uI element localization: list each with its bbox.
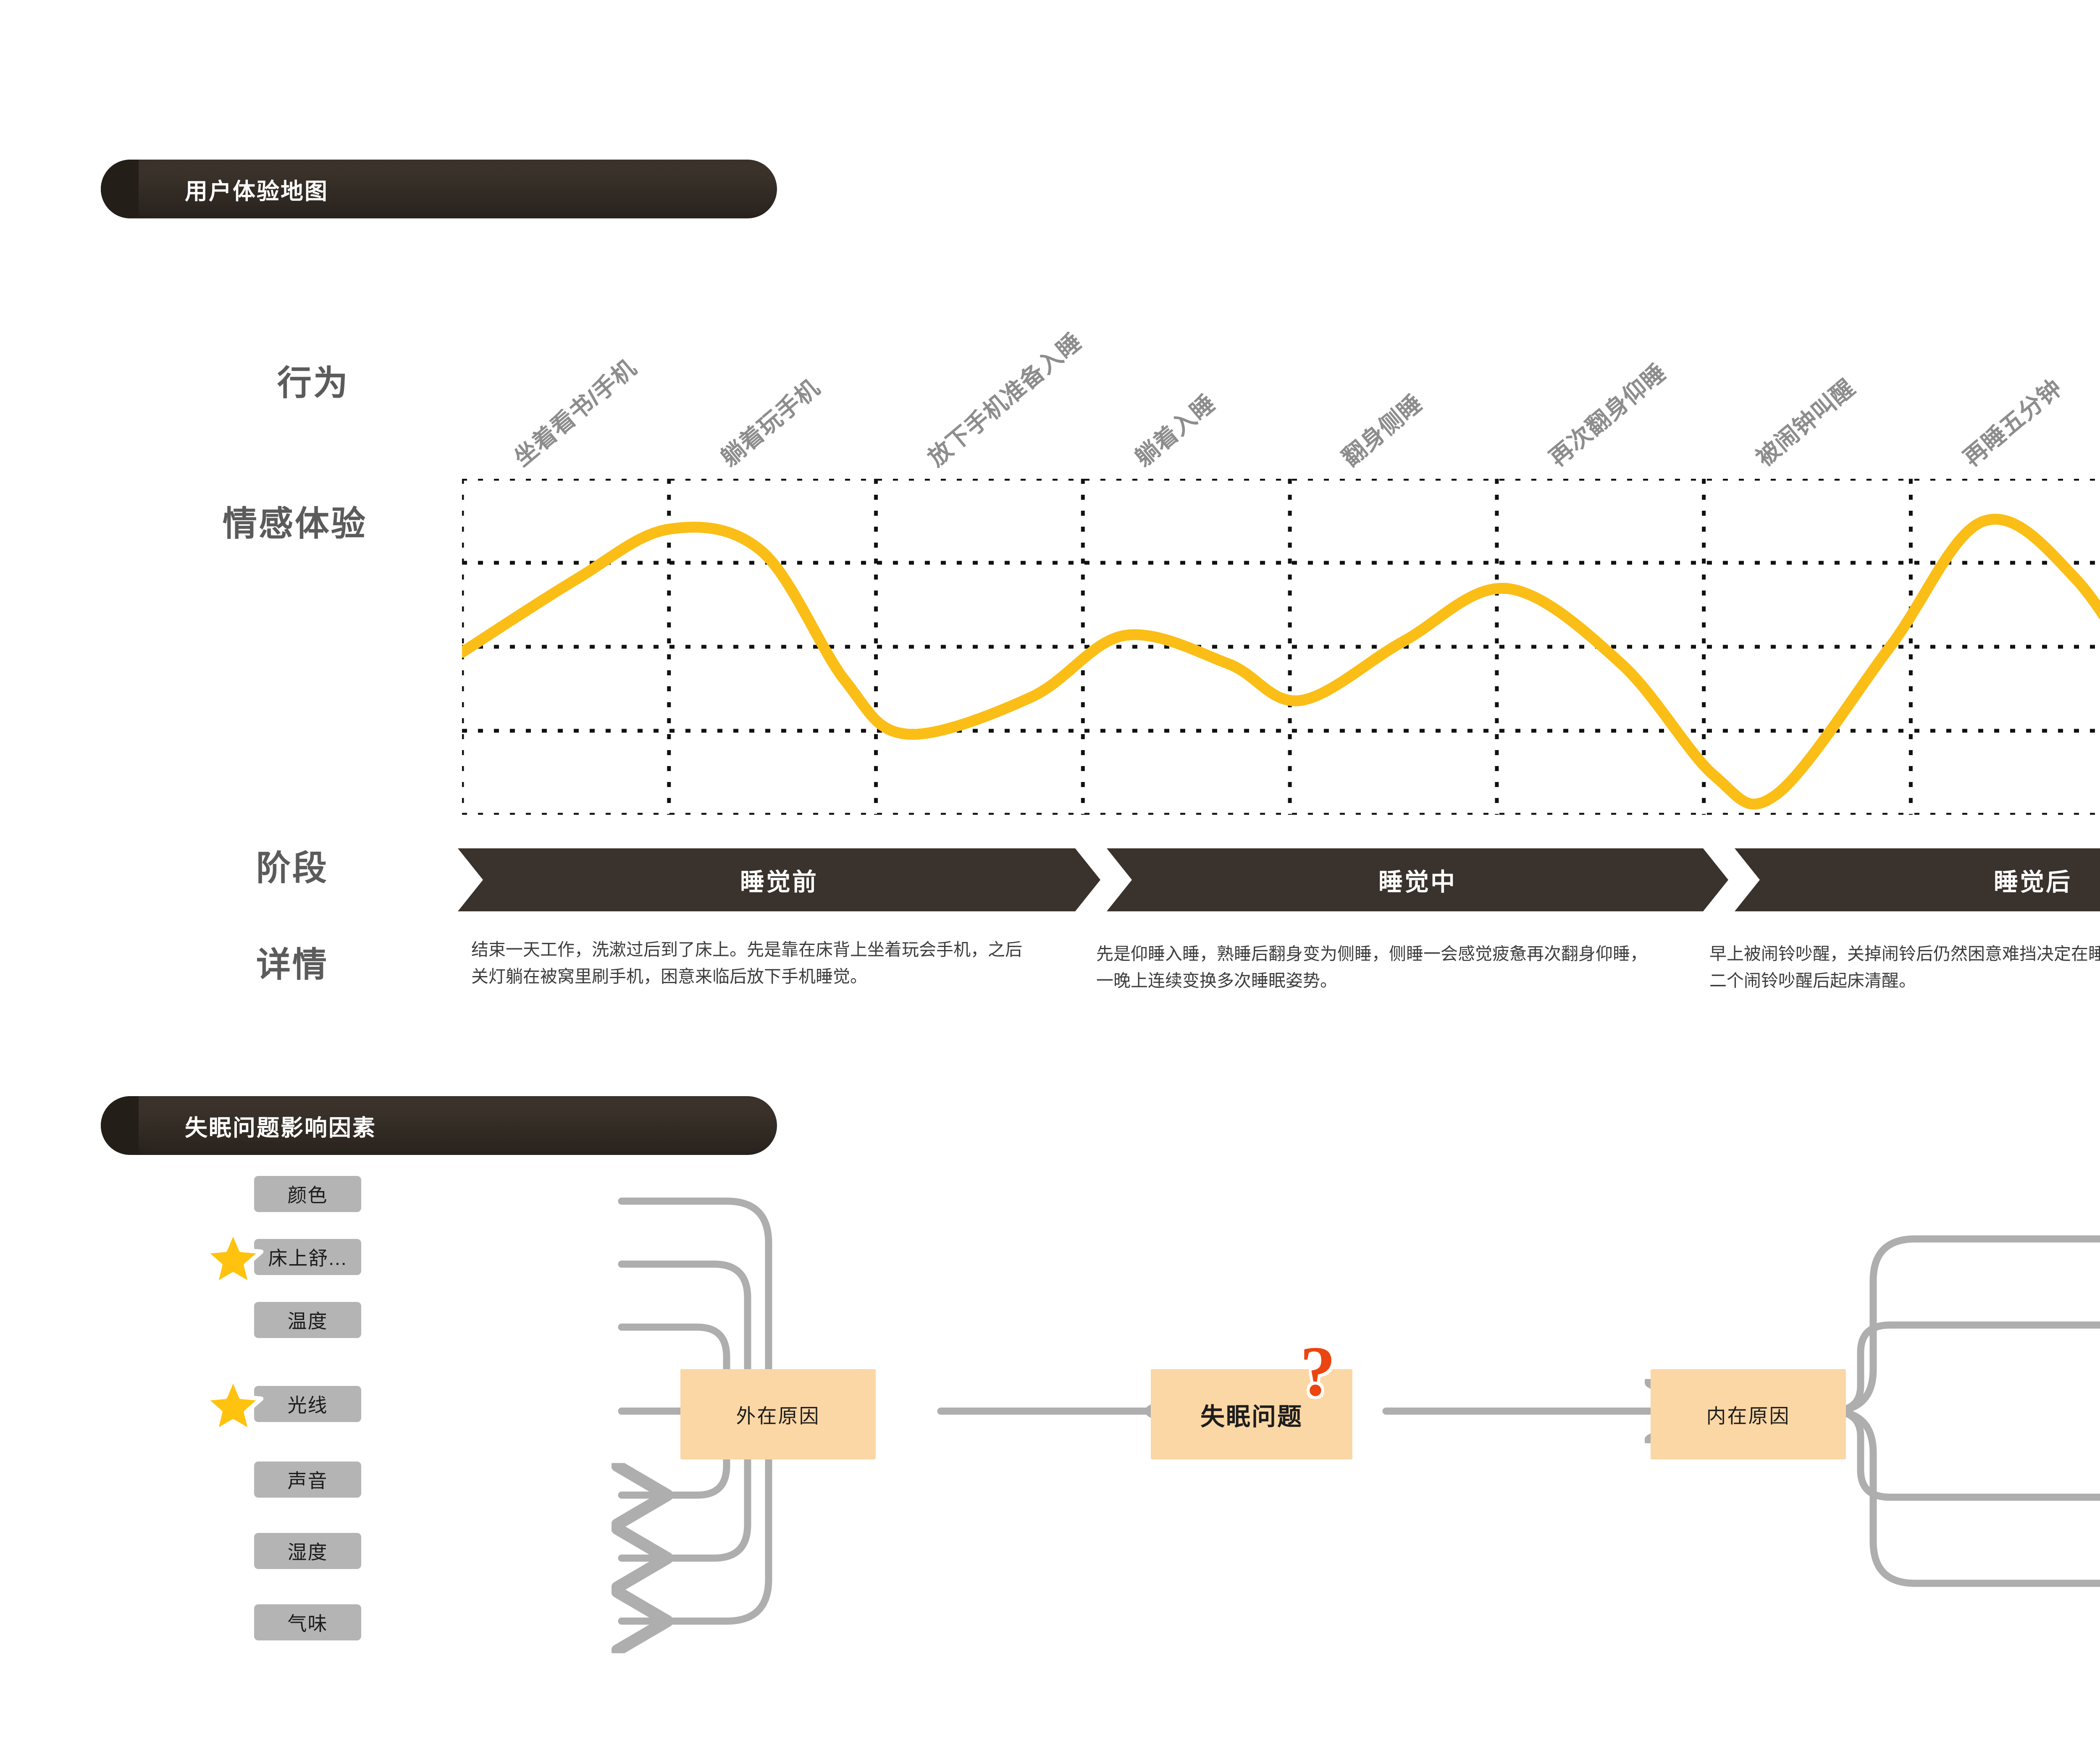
behavior-label-5: 再次翻身仰睡: [1544, 359, 1671, 472]
behavior-label-6: 被闹钟叫醒: [1751, 374, 1860, 472]
behavior-label-7: 再睡五分钟: [1958, 374, 2067, 472]
behavior-label-1: 躺着玩手机: [716, 374, 825, 472]
behavior-label-2: 放下手机准备入睡: [923, 328, 1087, 472]
detail-text-1: 先是仰睡入睡，熟睡后翻身变为侧睡，侧睡一会感觉疲惫再次翻身仰睡，一晚上连续变换多…: [1096, 944, 1647, 990]
emotion-curve-svg: [462, 479, 2100, 815]
stage-segment-1[interactable]: 睡觉中: [1107, 848, 1728, 911]
center-problem-box[interactable]: 失眠问题: [1151, 1369, 1352, 1459]
stage-label-2: 睡觉后: [1993, 869, 2072, 896]
external-factor-label-6: 气味: [287, 1613, 328, 1635]
behavior-label-0: 坐着看书/手机: [509, 354, 641, 472]
row-label-detail: 详情: [256, 946, 329, 984]
detail-text-0: 结束一天工作，洗漱过后到了床上。先是靠在床背上坐着玩会手机，之后关灯躺在被窝里刷…: [471, 940, 1022, 986]
external-factor-chip-3[interactable]: 光线: [254, 1386, 361, 1422]
section-header-ux-map: 用户体验地图: [101, 160, 777, 218]
external-factor-label-1: 床上舒...: [268, 1247, 347, 1269]
external-factor-label-3: 光线: [287, 1394, 328, 1416]
internal-cause-label: 内在原因: [1706, 1405, 1790, 1427]
external-factor-chip-2[interactable]: 温度: [254, 1302, 361, 1338]
stage-segment-2[interactable]: 睡觉后: [1735, 848, 2100, 911]
row-label-stage: 阶段: [256, 849, 329, 887]
external-factor-label-2: 温度: [287, 1310, 328, 1332]
external-factor-chip-0[interactable]: 颜色: [254, 1176, 361, 1212]
question-mark-icon: ?: [1300, 1332, 1336, 1411]
internal-cause-box[interactable]: 内在原因: [1651, 1369, 1846, 1459]
pill-cap-decor: [101, 160, 139, 218]
stage-label-1: 睡觉中: [1378, 869, 1457, 896]
detail-text-2: 早上被闹铃吵醒，关掉闹铃后仍然困意难挡决定在睡5分钟，五分钟后被第二个闹铃吵醒后…: [1709, 944, 2100, 990]
external-factor-chip-1[interactable]: 床上舒...: [254, 1239, 361, 1275]
star-icon: [202, 1228, 264, 1287]
behavior-label-3: 躺着入睡: [1130, 389, 1221, 472]
behavior-label-4: 翻身侧睡: [1337, 389, 1428, 472]
external-factor-label-4: 声音: [287, 1470, 328, 1492]
stage-label-0: 睡觉前: [740, 869, 818, 896]
star-icon-light: [202, 1375, 265, 1436]
chart-horizontal-gridlines: [462, 479, 2100, 815]
section-title-ux-map: 用户体验地图: [185, 178, 328, 204]
center-problem-label: 失眠问题: [1200, 1403, 1303, 1430]
stage-segment-0[interactable]: 睡觉前: [458, 848, 1100, 911]
pill-cap-decor-2: [101, 1096, 139, 1155]
external-factor-chip-6[interactable]: 气味: [254, 1604, 361, 1640]
star-icon-bed-comfort: [202, 1228, 265, 1289]
stage-chevron-bar: 睡觉前 睡觉中 睡觉后: [458, 848, 2100, 911]
external-cause-box[interactable]: 外在原因: [680, 1369, 876, 1459]
external-factor-chip-4[interactable]: 声音: [254, 1462, 361, 1498]
row-label-behavior: 行为: [277, 364, 350, 402]
external-factor-chip-5[interactable]: 湿度: [254, 1533, 361, 1569]
external-factor-label-0: 颜色: [287, 1184, 328, 1206]
external-cause-label: 外在原因: [736, 1405, 820, 1427]
star-icon: [202, 1375, 264, 1434]
section-title-factors: 失眠问题影响因素: [185, 1115, 376, 1141]
external-factor-label-5: 湿度: [287, 1541, 328, 1563]
emotion-curve-path: [462, 514, 2100, 810]
row-label-emotion: 情感体验: [223, 505, 368, 543]
section-header-factors: 失眠问题影响因素: [101, 1096, 777, 1155]
emotion-experience-chart: [462, 479, 2100, 815]
